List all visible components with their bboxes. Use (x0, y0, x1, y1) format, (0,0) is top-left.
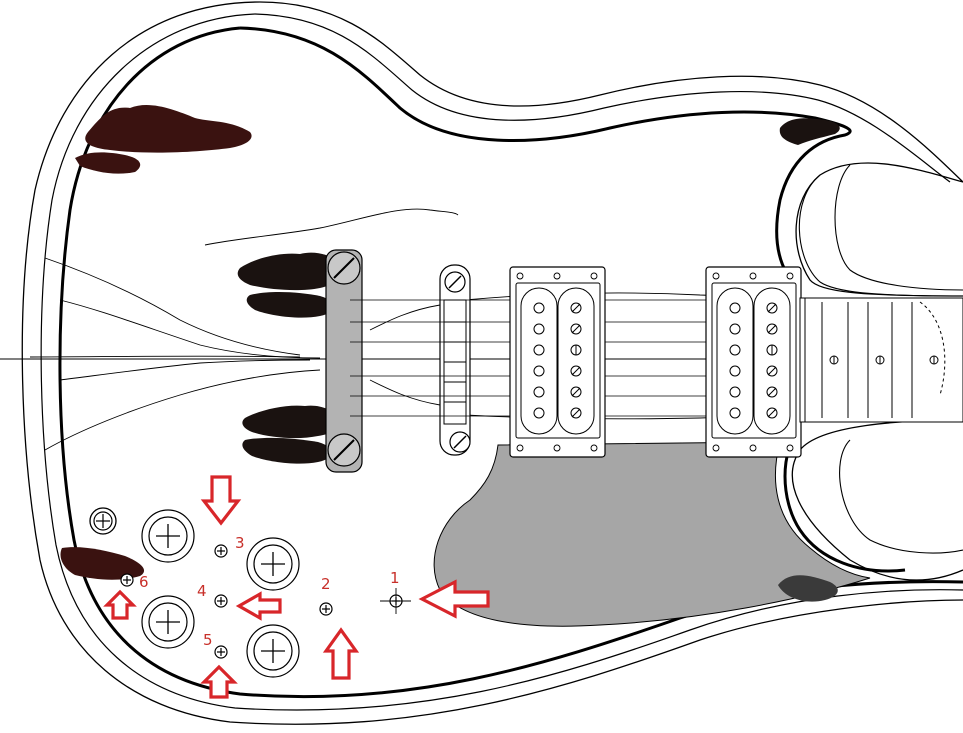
switch-label-2: 2 (321, 575, 331, 593)
toggle-switch-icon[interactable] (214, 645, 228, 659)
switch-label-3: 3 (235, 534, 245, 552)
fretboard (799, 297, 963, 423)
switch-label-5: 5 (203, 631, 213, 649)
painting (0, 105, 963, 602)
knob-icon (141, 509, 195, 563)
switch-label-1: 1 (390, 569, 400, 587)
tailpiece (325, 249, 363, 473)
knob-icon (141, 595, 195, 649)
knob-icon (246, 624, 300, 678)
arrow-icon (200, 664, 238, 699)
toggle-switch-icon[interactable] (319, 602, 333, 616)
toggle-switch-icon[interactable] (214, 594, 228, 608)
arrow-icon (235, 591, 282, 621)
fret-markers (829, 355, 939, 365)
toggle-switch-icon[interactable] (380, 588, 411, 614)
pickguard (433, 441, 871, 627)
arrow-icon (200, 475, 242, 526)
arrow-icon (103, 589, 137, 620)
toggle-switch-icon[interactable] (214, 544, 228, 558)
switch-label-4: 4 (197, 582, 207, 600)
toggle-switch-icon[interactable] (120, 573, 134, 587)
jack-icon (89, 507, 117, 535)
switch-label-6: 6 (139, 573, 149, 591)
arrow-icon (322, 627, 360, 680)
knob-icon (246, 537, 300, 591)
bridge (439, 264, 471, 456)
arrow-icon (418, 579, 490, 619)
neck-pickup-icon (705, 266, 802, 458)
bridge-pickup-icon (509, 266, 606, 458)
